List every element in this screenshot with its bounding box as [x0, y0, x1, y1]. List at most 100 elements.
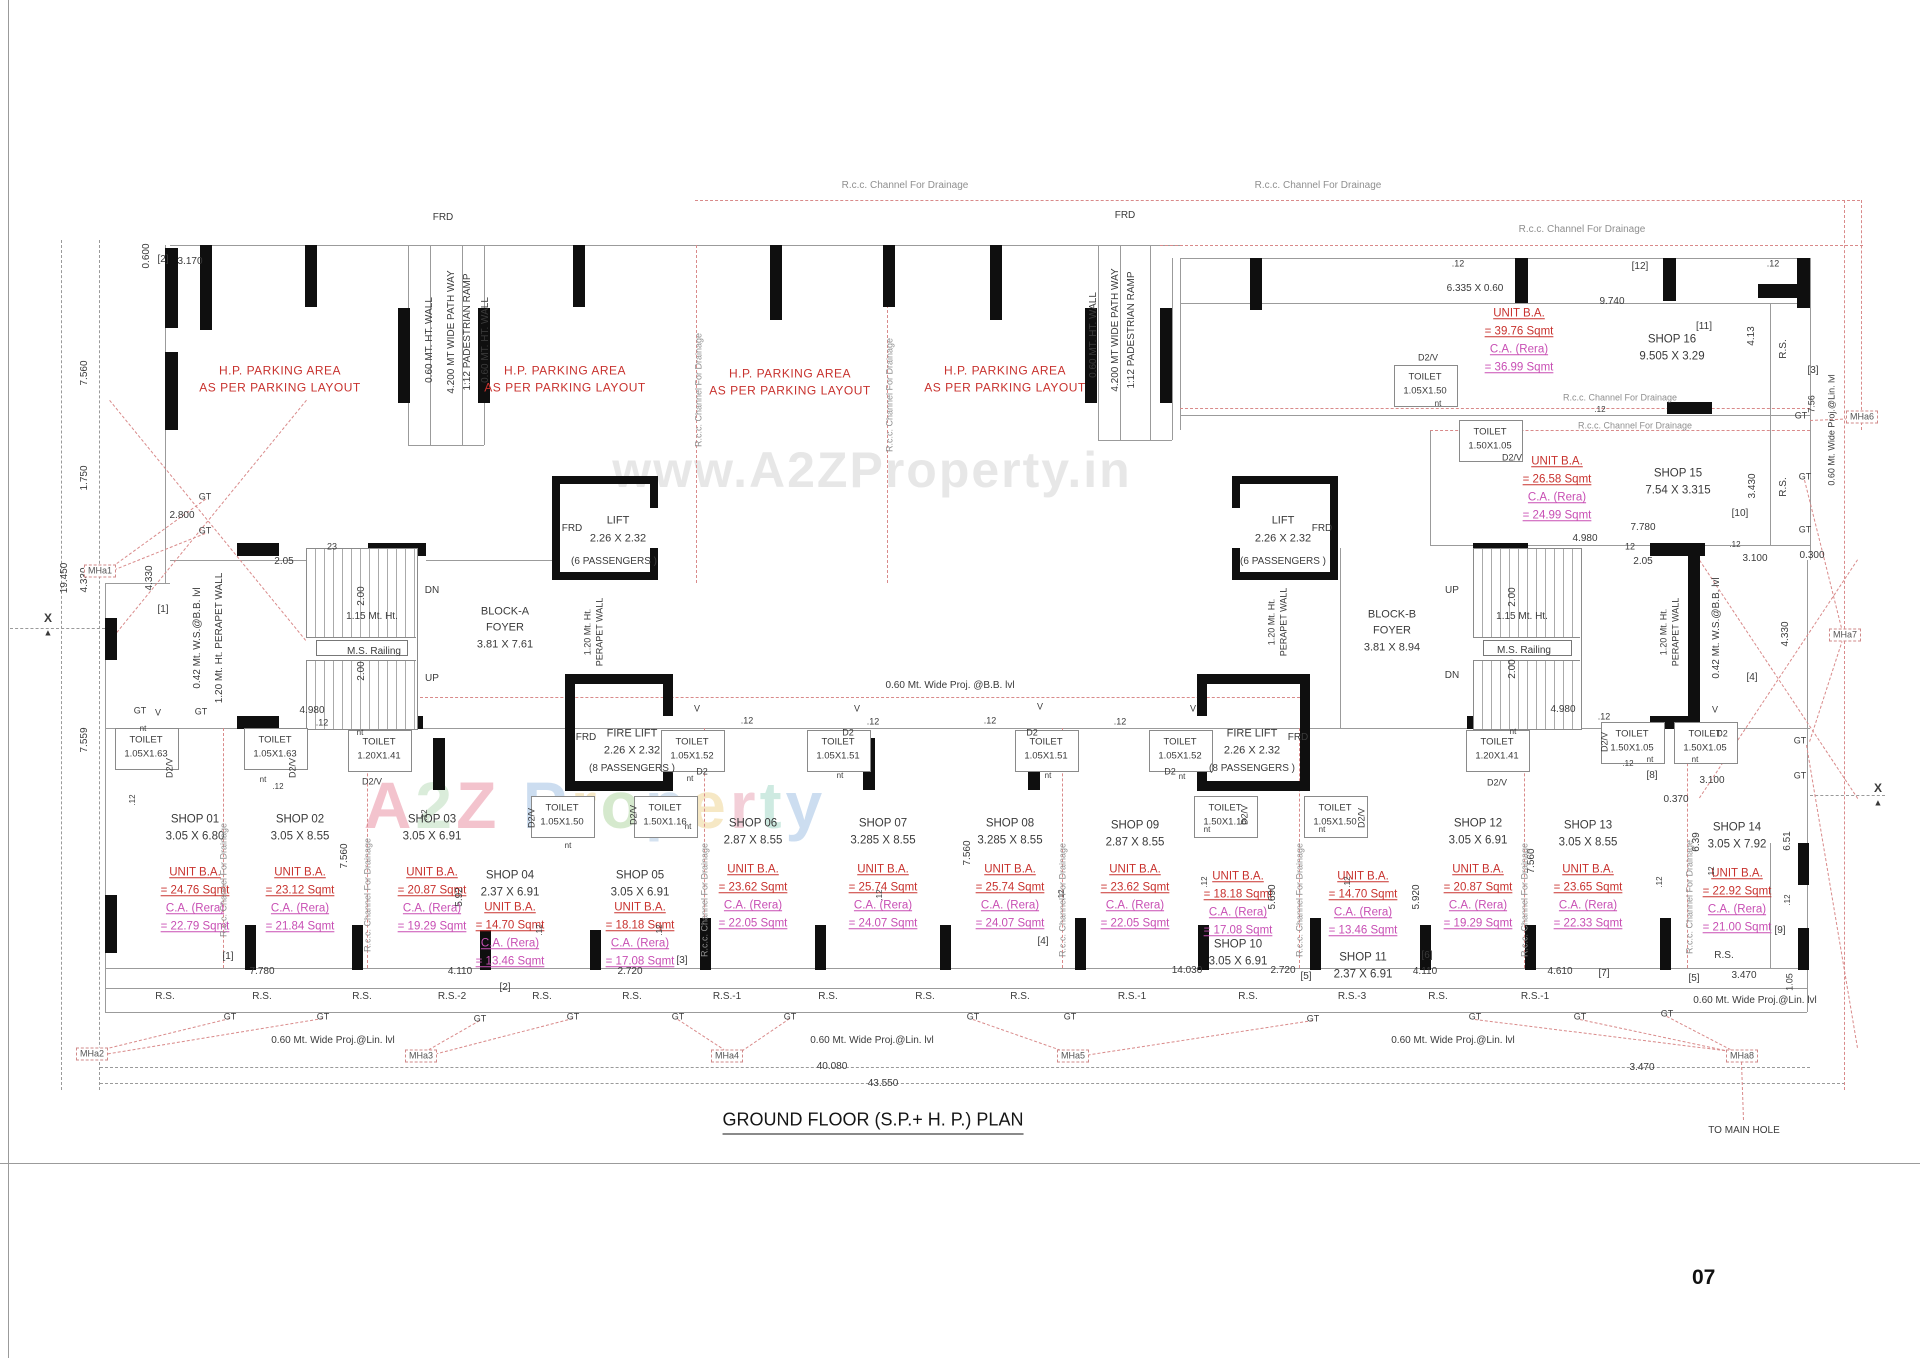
annotation-label: FOYER [486, 621, 524, 634]
annotation-label: R.c.c. Channel For Drainage [1294, 842, 1305, 958]
shop-name: SHOP 13 [1563, 819, 1613, 832]
service-dash [1180, 408, 1810, 409]
ca-rera-label: C.A. (Rera) [165, 902, 225, 915]
annotation-label: 4.980 [1550, 704, 1576, 715]
annotation-label: 43.550 [867, 1078, 899, 1089]
toilet-dim: 1.20X1.41 [357, 750, 401, 762]
ca-rera-value: = 24.07 Sqmt [848, 917, 918, 930]
annotation-label: .12 [1594, 405, 1606, 414]
annotation-label: 7.560 [339, 843, 350, 869]
boundary-dash [100, 1083, 1845, 1084]
toilet-box [1149, 730, 1213, 772]
plan-title: GROUND FLOOR (S.P.+ H. P.) PLAN [722, 1110, 1024, 1135]
service-dash [1844, 200, 1845, 1090]
unit-ba-value: = 25.74 Sqmt [975, 881, 1045, 894]
annotation-label: D2 [696, 766, 708, 777]
shop-dim: 3.05 X 6.91 [1208, 955, 1268, 968]
annotation-label: .12 [1451, 258, 1465, 269]
annotation-label: GT [473, 1013, 487, 1024]
annotation-label: 7.560 [79, 360, 90, 386]
line [170, 560, 306, 561]
annotation-label: MHa1 [83, 564, 117, 578]
annotation-label: 23 [326, 541, 338, 552]
annotation-label: .12 [272, 782, 284, 791]
annotation-label: 0.60 Mt. Wide Proj.@Lin. lvl [1391, 1035, 1515, 1046]
annotation-label: GT [1660, 1008, 1674, 1019]
wall-segment [1197, 674, 1207, 716]
annotation-label: MHa6 [1845, 410, 1879, 424]
annotation-label: 3.81 X 7.61 [476, 638, 534, 651]
unit-ba-value: = 22.92 Sqmt [1702, 885, 1772, 898]
to-main-hole-label: TO MAIN HOLE [1708, 1125, 1780, 1136]
line [1770, 843, 1771, 968]
unit-ba-value: = 23.65 Sqmt [1553, 881, 1623, 894]
toilet-dim: 1.05X1.50 [1313, 816, 1357, 828]
annotation-label: nt [1318, 825, 1326, 834]
line [1180, 258, 1810, 259]
annotation-label: D2 [1716, 728, 1728, 739]
toilet-box [531, 796, 595, 838]
annotation-label: nt [356, 728, 364, 737]
annotation-label: D2/V [1486, 777, 1508, 788]
wall-segment [700, 918, 711, 970]
wall-segment [1663, 258, 1676, 301]
wall-segment [1515, 258, 1528, 303]
annotation-label: [3] [676, 955, 688, 966]
shop-dim: 2.37 X 6.91 [1333, 968, 1393, 981]
ca-rera-value: = 19.29 Sqmt [1443, 917, 1513, 930]
annotation-label: 3.100 [1742, 553, 1768, 564]
annotation-label: R.S. [1010, 991, 1030, 1002]
service-dash [1809, 639, 1843, 742]
annotation-label: GT [1306, 1013, 1320, 1024]
annotation-label: GT [198, 491, 212, 502]
shop-name: SHOP 07 [858, 817, 908, 830]
boundary-dash [10, 628, 105, 629]
toilet-dim: 1.05X1.63 [253, 748, 297, 760]
shop-dim: 3.05 X 8.55 [270, 830, 330, 843]
toilet-label: TOILET [1318, 802, 1352, 814]
annotation-label: [11] [1696, 321, 1712, 332]
stair-railing [316, 640, 408, 656]
annotation-label: 3.470 [1731, 970, 1757, 981]
toilet-label: TOILET [258, 734, 292, 746]
line [1180, 415, 1810, 416]
annotation-label: R.S.-1 [1117, 991, 1147, 1002]
unit-ba-value: = 14.70 Sqmt [475, 919, 545, 932]
service-dash [1430, 430, 1810, 431]
annotation-label: FIRE LIFT [1226, 727, 1278, 740]
annotation-label: D2/V [628, 804, 639, 826]
annotation-label: R.S. [1714, 950, 1734, 961]
wall-segment [650, 548, 658, 580]
annotation-label: MHa3 [404, 1049, 438, 1063]
line [170, 245, 1180, 246]
annotation-label: (8 PASSENGERS ) [1209, 763, 1295, 774]
annotation-label: V [693, 703, 701, 714]
shop-name: SHOP 06 [728, 817, 778, 830]
toilet-dim: 1.05X1.52 [670, 750, 714, 762]
annotation-label: D2/V [1417, 352, 1439, 363]
annotation-label: LIFT [1271, 514, 1295, 527]
line [1098, 440, 1172, 441]
ca-rera-label: C.A. (Rera) [480, 937, 540, 950]
wall-segment [552, 572, 658, 580]
annotation-label: 1.15 Mt. Ht. [346, 611, 398, 622]
annotation-label: GT [1798, 471, 1812, 482]
annotation-label: R.c.c. Channel For Drainage [1577, 420, 1693, 431]
ca-rera-value: = 13.46 Sqmt [1328, 924, 1398, 937]
annotation-label: 0.370 [1663, 794, 1689, 805]
unit-ba-label: UNIT B.A. [1562, 863, 1614, 876]
wall-segment [1798, 843, 1809, 885]
annotation-label: .12 [1707, 866, 1716, 878]
annotation-label: 0.42 Mt. W.S.@B.B. lvl [192, 587, 203, 689]
annotation-label: GT [1794, 410, 1808, 421]
toilet-label: TOILET [1473, 426, 1507, 438]
annotation-label: [8] [1646, 770, 1658, 781]
annotation-label: [4] [1037, 936, 1049, 947]
shop-dim: 3.05 X 6.91 [610, 886, 670, 899]
line [0, 1163, 1920, 1164]
unit-ba-value: = 23.62 Sqmt [1100, 881, 1170, 894]
toilet-label: TOILET [648, 802, 682, 814]
wall-segment [1250, 258, 1262, 310]
